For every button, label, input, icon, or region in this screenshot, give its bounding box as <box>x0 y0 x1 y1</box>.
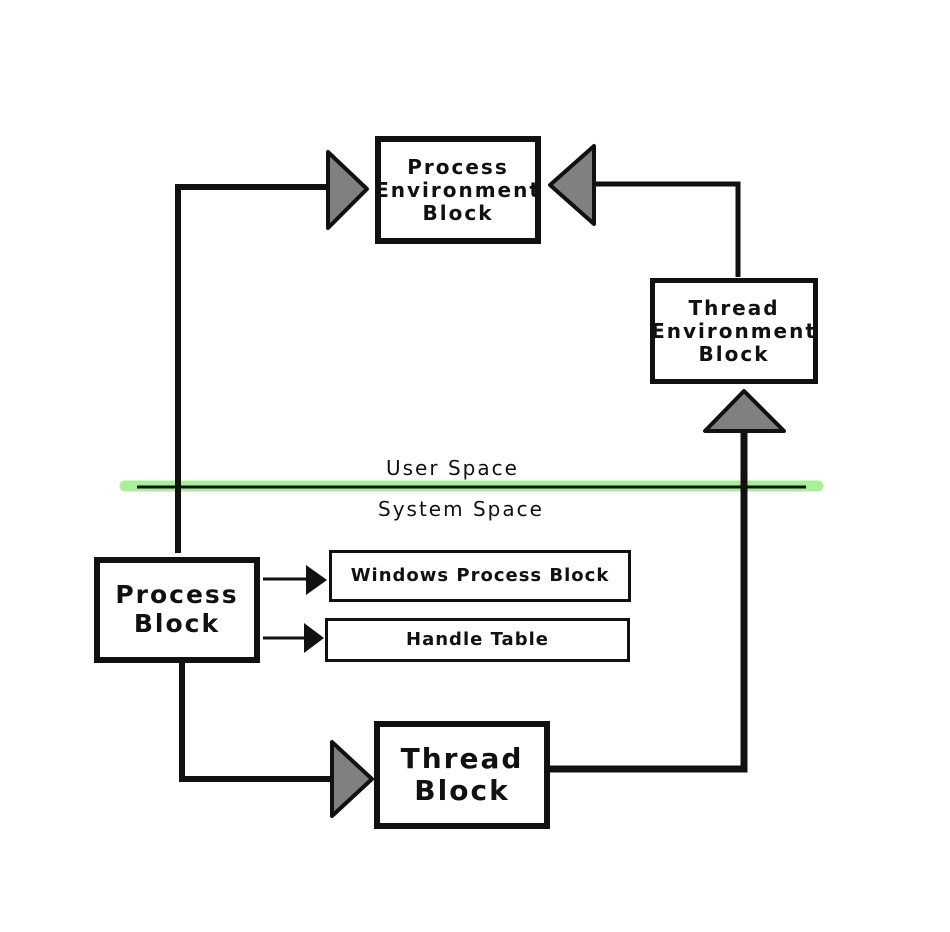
arrowhead-peb-right <box>548 144 596 226</box>
node-label: Handle Table <box>406 628 549 650</box>
node-label-line: Block <box>422 200 494 225</box>
node-label-line: Thread <box>688 295 780 320</box>
node-label-line: Block <box>698 341 770 366</box>
arrowhead-thread-block <box>330 740 374 818</box>
process-environment-block-node: Process Environment Block <box>375 136 541 244</box>
user-space-label: User Space <box>386 456 519 480</box>
edge-teb-to-peb <box>595 181 741 277</box>
node-label: Windows Process Block <box>350 564 610 586</box>
thread-block-node: Thread Block <box>374 721 550 829</box>
node-label-line: Block <box>414 774 510 807</box>
process-block-node: Process Block <box>94 557 260 663</box>
arrowhead-wpb <box>306 565 327 595</box>
node-label-line: Environment <box>651 318 817 343</box>
system-space-label: System Space <box>378 497 544 521</box>
edge-process-to-peb <box>175 184 328 553</box>
thread-environment-block-node: Thread Environment Block <box>650 278 818 384</box>
node-label-line: Process <box>115 580 239 610</box>
edge-thread-to-teb <box>550 430 748 773</box>
windows-process-block-node: Windows Process Block <box>329 550 631 602</box>
arrowhead-teb <box>703 389 786 433</box>
arrowhead-peb-left <box>326 150 369 230</box>
node-label-line: Process <box>407 154 509 179</box>
node-label-line: Environment <box>375 177 541 202</box>
arrowhead-handle-table <box>304 623 324 653</box>
node-label-line: Thread <box>400 741 524 775</box>
edge-process-to-thread <box>179 663 332 782</box>
node-label-line: Block <box>133 609 221 638</box>
handle-table-node: Handle Table <box>325 618 630 662</box>
